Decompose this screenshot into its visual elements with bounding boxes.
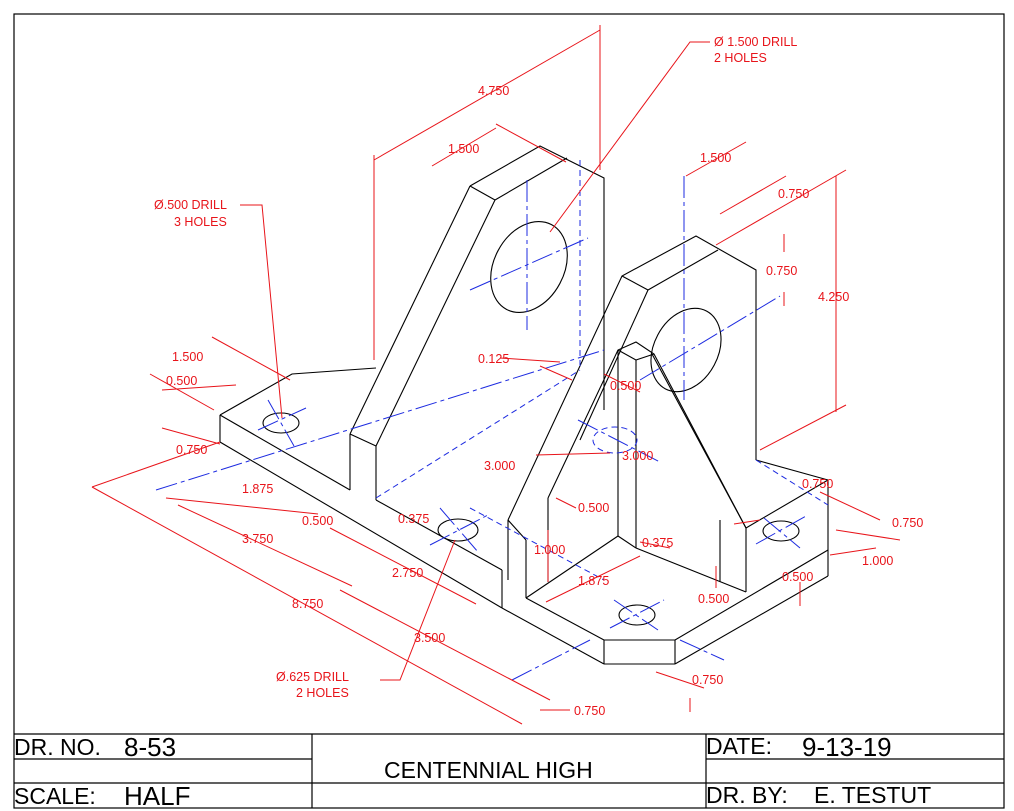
- date-value: 9-13-19: [802, 732, 892, 762]
- dim-1500-left: 1.500: [172, 350, 203, 364]
- note-large-drill-line1: Ø 1.500 DRILL: [714, 35, 797, 49]
- dim-3500: 3.500: [414, 631, 445, 645]
- dim-0375-right: 0.375: [642, 536, 673, 550]
- dim-0750-top-right: 0.750: [778, 187, 809, 201]
- dim-0500-mid: 0.500: [302, 514, 333, 528]
- dim-4750: 4.750: [478, 84, 509, 98]
- dim-0750-right-mid: 0.750: [766, 264, 797, 278]
- dim-1875-bottom: 1.875: [578, 574, 609, 588]
- note-large-drill-line2: 2 HOLES: [714, 51, 767, 65]
- dim-0500-left: 0.500: [166, 374, 197, 388]
- dim-4250: 4.250: [818, 290, 849, 304]
- drawn-by-label: DR. BY:: [706, 782, 788, 808]
- school-name: CENTENNIAL HIGH: [384, 757, 593, 783]
- dim-0125: 0.125: [478, 352, 509, 366]
- date-label: DATE:: [706, 733, 772, 759]
- dim-0500-bottom: 0.500: [698, 592, 729, 606]
- dim-0750-left: 0.750: [176, 443, 207, 457]
- dim-3000-right: 3.000: [622, 449, 653, 463]
- dim-0500-center: 0.500: [610, 379, 641, 393]
- note-mid-drill-line2: 2 HOLES: [296, 686, 349, 700]
- dim-0750-bottom: 0.750: [574, 704, 605, 718]
- drawn-by-value: E. TESTUT: [814, 782, 931, 808]
- dim-0750-bottom-mid: 0.750: [692, 673, 723, 687]
- title-block: DR. NO. 8-53 SCALE: HALF CENTENNIAL HIGH…: [14, 732, 1004, 811]
- drill-notes: Ø 1.500 DRILL 2 HOLES Ø.500 DRILL 3 HOLE…: [154, 35, 797, 700]
- note-small-drill-line1: Ø.500 DRILL: [154, 198, 227, 212]
- dim-1500-top-right: 1.500: [700, 151, 731, 165]
- dimension-lines: [91, 25, 901, 725]
- dim-8750: 8.750: [292, 597, 323, 611]
- dr-no-value: 8-53: [124, 732, 176, 762]
- scale-value: HALF: [124, 781, 190, 811]
- dim-0750-right-top: 0.750: [802, 477, 833, 491]
- sheet-border: [13, 13, 1005, 809]
- dim-2750: 2.750: [392, 566, 423, 580]
- dim-0375-mid: 0.375: [398, 512, 429, 526]
- note-small-drill-line2: 3 HOLES: [174, 215, 227, 229]
- dim-3750: 3.750: [242, 532, 273, 546]
- note-mid-drill-line1: Ø.625 DRILL: [276, 670, 349, 684]
- dim-1500-top-left: 1.500: [448, 142, 479, 156]
- scale-label: SCALE:: [14, 783, 96, 809]
- dim-1000-left: 1.000: [534, 543, 565, 557]
- dim-0750-right-side: 0.750: [892, 516, 923, 530]
- dimension-texts: 4.750 1.500 1.500 0.750 0.750 4.250 1.50…: [166, 84, 923, 718]
- center-hidden-lines: [155, 160, 829, 681]
- dr-no-label: DR. NO.: [14, 734, 101, 760]
- dim-1875-left: 1.875: [242, 482, 273, 496]
- dim-3000-left: 3.000: [484, 459, 515, 473]
- dim-0500-rib: 0.500: [578, 501, 609, 515]
- dim-1000-right: 1.000: [862, 554, 893, 568]
- dim-0500-right: 0.500: [782, 570, 813, 584]
